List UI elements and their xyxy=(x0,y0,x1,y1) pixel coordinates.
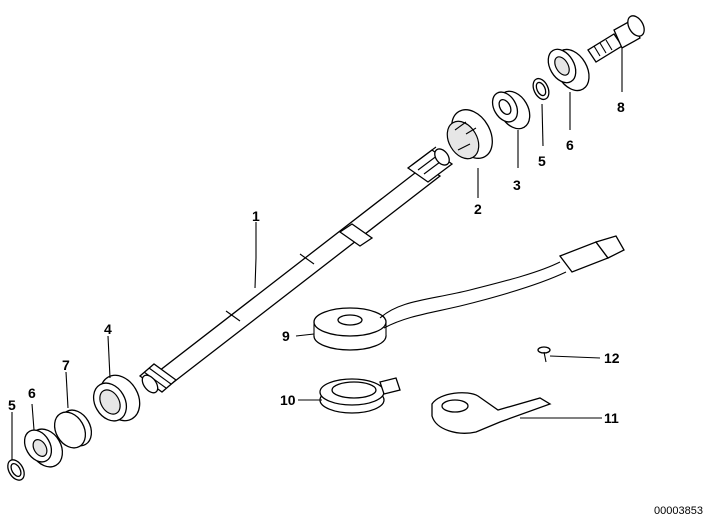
callout-6-upper: 6 xyxy=(566,137,574,153)
callout-4: 4 xyxy=(104,321,112,337)
part-3-bearing xyxy=(491,90,531,168)
callout-1: 1 xyxy=(252,208,260,224)
callout-2: 2 xyxy=(474,201,482,217)
part-11-bracket xyxy=(431,392,602,434)
part-6-bearing-upper xyxy=(547,48,590,130)
callout-5-lower: 5 xyxy=(8,397,16,413)
part-4-seal xyxy=(92,335,141,422)
callout-8: 8 xyxy=(617,99,625,115)
part-7-spring-ring xyxy=(53,371,93,449)
callout-9: 9 xyxy=(282,328,290,344)
part-10-ring xyxy=(298,377,401,414)
part-5-circlip-lower xyxy=(7,412,25,481)
part-1-shaft xyxy=(138,146,454,394)
callout-6-lower: 6 xyxy=(28,385,36,401)
callout-3: 3 xyxy=(513,177,521,193)
callout-11: 11 xyxy=(604,410,619,426)
callout-7: 7 xyxy=(62,357,70,373)
part-9-sensor xyxy=(295,235,625,351)
part-6-bearing-lower xyxy=(23,403,64,468)
reference-number: 00003853 xyxy=(654,505,703,517)
part-12-screw xyxy=(537,346,601,363)
callout-12: 12 xyxy=(604,350,620,366)
callout-10: 10 xyxy=(280,392,296,408)
part-8-bolt xyxy=(587,15,645,92)
callout-5-upper: 5 xyxy=(538,153,546,169)
part-2-gear xyxy=(446,109,493,198)
part-5-circlip-upper xyxy=(532,77,550,147)
